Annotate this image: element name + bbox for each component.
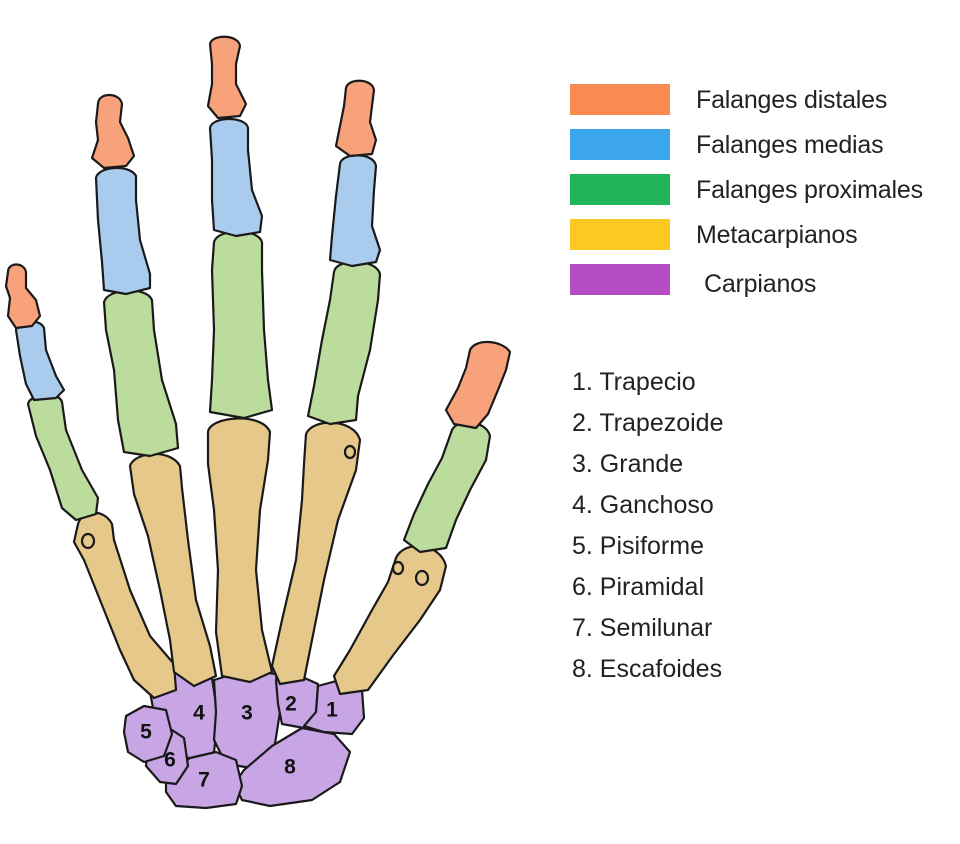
legend-item-proximal: Falanges proximales — [570, 174, 960, 219]
legend-item-distal: Falanges distales — [570, 84, 960, 129]
carpal-bones — [122, 668, 366, 810]
color-legend: Falanges distales Falanges medias Falang… — [570, 84, 960, 309]
distal-phalanges — [4, 35, 512, 430]
medial-phalanx-index — [328, 154, 382, 268]
carpal-number-7: 7 — [198, 769, 210, 792]
distal-phalanx-ring — [90, 93, 136, 170]
proximal-phalanges — [26, 230, 492, 554]
metacarpal-thumb-sesamoid — [391, 560, 405, 576]
carpal-number-1: 1 — [326, 699, 338, 722]
carpal-number-2: 2 — [285, 693, 297, 716]
legend-swatch-distal — [570, 84, 670, 115]
medial-phalanx-little — [14, 320, 66, 402]
medial-phalanx-middle — [208, 117, 264, 238]
carpal-number-8: 8 — [284, 756, 296, 779]
carpal-list-item-6: 6. Piramidal — [572, 573, 704, 601]
metacarpal-thumb-foramen — [414, 569, 430, 587]
legend-label-metacarpal: Metacarpianos — [696, 221, 858, 249]
carpal-number-6: 6 — [164, 749, 176, 772]
metacarpal-middle — [206, 417, 274, 684]
legend-swatch-proximal — [570, 174, 670, 205]
legend-label-proximal: Falanges proximales — [696, 176, 923, 204]
carpal-list-item-2: 2. Trapezoide — [572, 409, 724, 437]
carpal-list-item-3: 3. Grande — [572, 450, 684, 478]
carpal-list-item-5: 5. Pisiforme — [572, 532, 704, 560]
carpal-list-item-7: 7. Semilunar — [572, 614, 713, 642]
proximal-phalanx-thumb — [402, 421, 492, 554]
legend-label-carpal: Carpianos — [704, 270, 817, 298]
hand-skeleton-diagram: 1 2 3 4 5 6 7 8 — [4, 35, 512, 810]
medial-phalanges — [14, 117, 382, 402]
carpal-number-labels: 1 2 3 4 5 6 7 8 — [140, 693, 338, 792]
metacarpal-little-foramen — [80, 532, 96, 550]
legend-swatch-medial — [570, 129, 670, 160]
legend-item-carpal: Carpianos — [570, 264, 960, 309]
carpal-bone-list: 1. Trapecio 2. Trapezoide 3. Grande 4. G… — [572, 368, 952, 696]
proximal-phalanx-ring — [102, 289, 180, 458]
proximal-phalanx-little — [26, 393, 100, 522]
metacarpal-bones — [72, 417, 448, 700]
medial-phalanx-ring — [94, 166, 152, 296]
legend-label-distal: Falanges distales — [696, 86, 888, 114]
distal-phalanx-little — [4, 263, 42, 330]
legend-swatch-metacarpal — [570, 219, 670, 250]
proximal-phalanx-middle — [208, 230, 274, 420]
distal-phalanx-thumb — [444, 340, 512, 430]
carpal-5-pisiform — [122, 704, 174, 764]
metacarpal-ring — [128, 452, 218, 688]
proximal-phalanx-index — [306, 260, 382, 426]
carpal-list-item-4: 4. Ganchoso — [572, 491, 714, 519]
carpal-list-item-8: 8. Escafoides — [572, 655, 723, 683]
carpal-number-5: 5 — [140, 721, 152, 744]
legend-label-medial: Falanges medias — [696, 131, 884, 159]
legend-swatch-carpal — [570, 264, 670, 295]
metacarpal-index-foramen — [343, 444, 357, 460]
distal-phalanx-middle — [206, 35, 248, 120]
legend-item-medial: Falanges medias — [570, 129, 960, 174]
carpal-number-4: 4 — [193, 702, 205, 725]
carpal-number-3: 3 — [241, 702, 253, 725]
carpal-list-item-1: 1. Trapecio — [572, 368, 696, 396]
metacarpal-thumb — [332, 544, 448, 696]
metacarpal-index — [270, 421, 362, 686]
legend-item-metacarpal: Metacarpianos — [570, 219, 960, 264]
distal-phalanx-index — [334, 79, 378, 158]
